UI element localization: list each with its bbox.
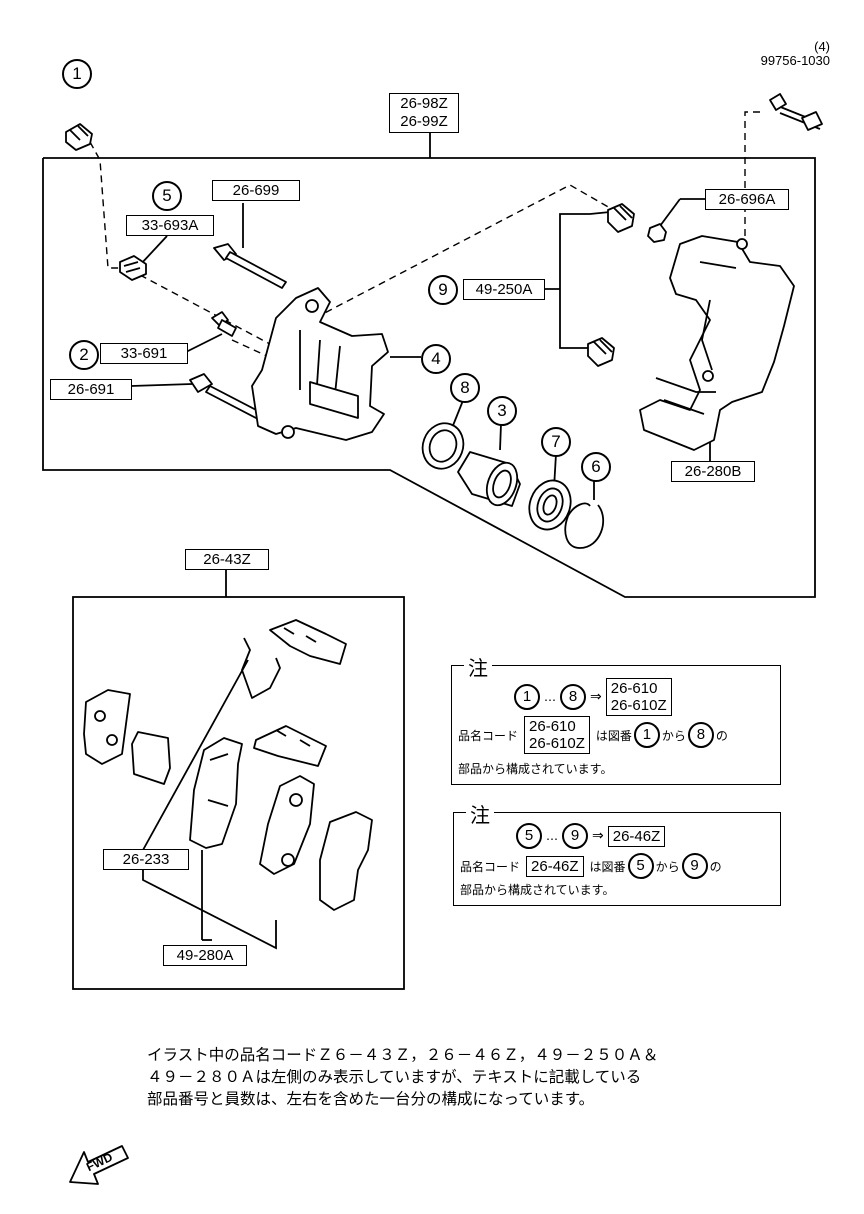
slide-boot-upper xyxy=(607,203,635,233)
callout-9: 9 xyxy=(428,275,458,305)
piston-seal xyxy=(421,422,465,470)
note-code-box: 26-46Z xyxy=(607,825,666,847)
pad-kit-outline xyxy=(72,596,405,990)
callout-3: 3 xyxy=(487,396,517,426)
note-code-box: 26-610 26-610Z xyxy=(605,678,672,716)
illustration-number: 99756-1030 xyxy=(760,53,830,68)
fwd-arrow-icon xyxy=(69,1145,129,1185)
callout-5: 5 xyxy=(152,181,182,211)
bleeder-cap xyxy=(65,123,93,151)
page-number: (4) xyxy=(814,39,830,54)
callout-6: 6 xyxy=(581,452,611,482)
anti-squeal-shim-inner xyxy=(319,811,373,911)
code-26-696a: 26-696A xyxy=(705,189,789,210)
pad-retainer-lower xyxy=(253,725,327,767)
callout-8: 8 xyxy=(450,373,480,403)
anti-squeal-shim-outer xyxy=(83,689,131,765)
caliper-group-outline xyxy=(42,157,816,598)
piston xyxy=(457,451,521,507)
note-box-1: 注 1 … 8 ⇒ 26-610 26-610Z 品名コード 26-610 26… xyxy=(451,652,781,785)
note-title: 注 xyxy=(464,652,492,681)
callout-4: 4 xyxy=(421,344,451,374)
dust-boot xyxy=(528,479,572,531)
pad-spring-clip xyxy=(241,637,281,699)
code-26-43z: 26-43Z xyxy=(185,549,269,570)
code-26-699: 26-699 xyxy=(212,180,300,201)
brake-pad-outer xyxy=(259,775,315,875)
code-26-691: 26-691 xyxy=(50,379,132,400)
pad-outer-small xyxy=(131,731,171,785)
guide-pin xyxy=(213,243,287,289)
code-26-280b: 26-280B xyxy=(671,461,755,482)
caliper-assy-code: 26-98Z 26-99Z xyxy=(389,93,459,133)
callout-7: 7 xyxy=(541,427,571,457)
code-49-250a: 49-250A xyxy=(463,279,545,300)
note-to-circle: 8 xyxy=(560,684,586,710)
callout-2: 2 xyxy=(69,340,99,370)
guide-bolt xyxy=(189,373,261,419)
note-from-circle: 1 xyxy=(514,684,540,710)
pad-retainer-upper xyxy=(269,619,347,665)
note-box-2: 注 5 … 9 ⇒ 26-46Z 品名コード 26-46Z は図番 5 から 9… xyxy=(453,799,781,906)
caption: イラスト中の品名コードＺ６－４３Ｚ，２６－４６Ｚ，４９－２５０Ａ＆ ４９－２８０… xyxy=(147,1046,659,1108)
bleeder-screw xyxy=(211,311,237,337)
guide-pin-boot xyxy=(119,255,147,281)
caliper-bracket xyxy=(639,235,795,451)
mounting-bolt xyxy=(769,93,823,131)
slide-boot-lower xyxy=(587,337,615,367)
plug xyxy=(647,223,667,243)
code-49-280a: 49-280A xyxy=(163,945,247,966)
code-26-233: 26-233 xyxy=(103,849,189,870)
code-33-693a: 33-693A xyxy=(126,215,214,236)
caliper-body xyxy=(251,287,389,441)
callout-1: 1 xyxy=(62,59,92,89)
code-33-691: 33-691 xyxy=(100,343,188,364)
snap-ring xyxy=(564,502,605,549)
brake-pad-inner xyxy=(189,737,243,849)
